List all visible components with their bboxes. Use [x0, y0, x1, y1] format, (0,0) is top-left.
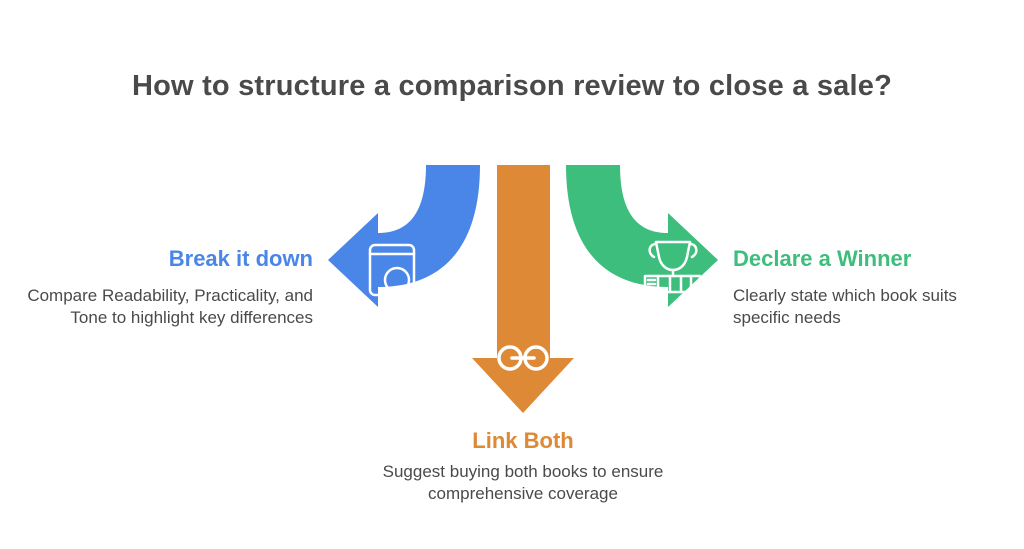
page-title: How to structure a comparison review to … [132, 70, 892, 102]
book-search-icon [368, 243, 417, 300]
step-label-break-it-down: Break it down [168, 246, 313, 271]
step-description-declare-a-winner: Clearly state which book suits specific … [733, 286, 957, 327]
step-description-break-it-down: Compare Readability, Practicality, and T… [27, 286, 313, 327]
trophy-icon [643, 240, 702, 294]
step-label-declare-a-winner: Declare a Winner [733, 246, 912, 271]
link-icon [497, 345, 549, 371]
break-it-down-arrow [328, 165, 480, 307]
step-description-link-both: Suggest buying both books to ensure comp… [382, 462, 664, 503]
declare-a-winner-arrow [566, 165, 718, 307]
link-both-arrow [472, 165, 574, 413]
step-label-link-both: Link Both [472, 428, 574, 453]
